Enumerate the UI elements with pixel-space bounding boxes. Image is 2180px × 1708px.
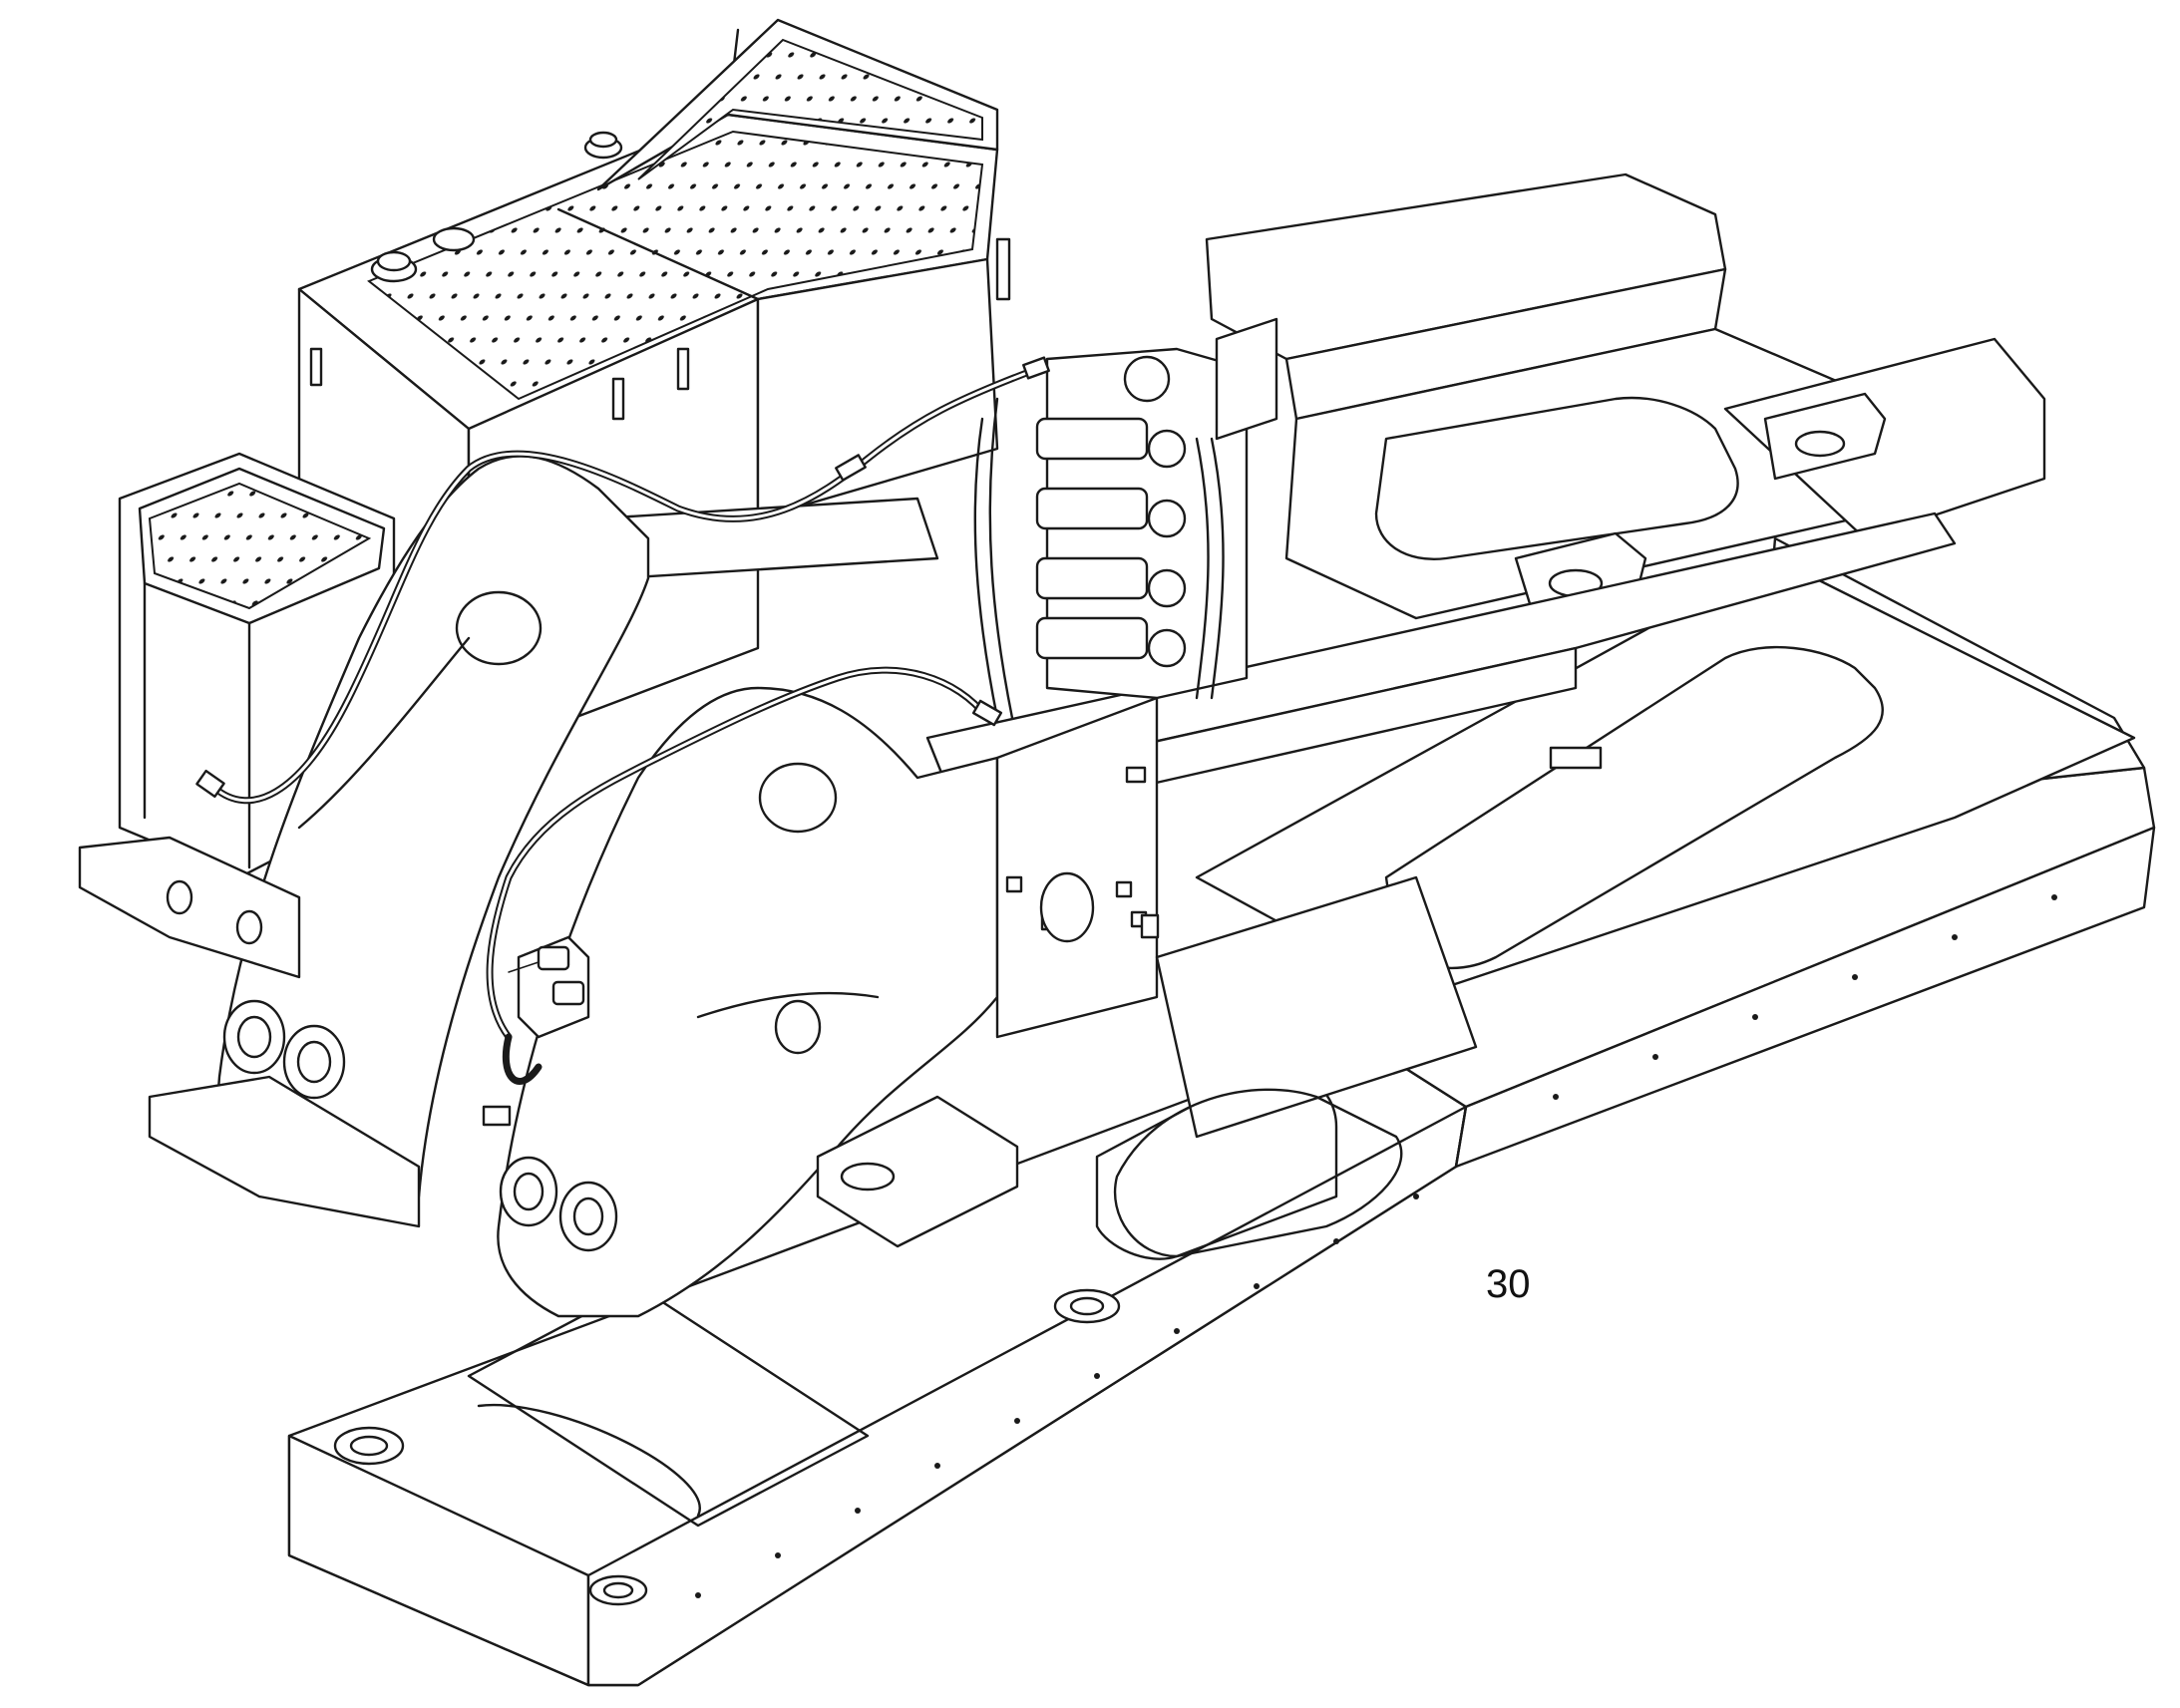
hydraulic-hose-upper [195, 356, 1050, 805]
pilot-valve-block [508, 935, 590, 1039]
upper-frame-arms [1205, 172, 2046, 625]
control-valve [973, 317, 1278, 720]
valve-section [1035, 355, 1187, 668]
filler-cap [370, 131, 623, 283]
floor-panel [816, 696, 1478, 1258]
lower-frame [287, 426, 2156, 1687]
hydraulic-hose-lower [486, 666, 1003, 1085]
end-bracket-left [78, 836, 421, 1228]
callout-number: 30 [1486, 1262, 1531, 1306]
rail-holes [695, 894, 2057, 1598]
boom-mount-plate-right [497, 686, 999, 1318]
boom-mount-plate-left [216, 455, 650, 1198]
